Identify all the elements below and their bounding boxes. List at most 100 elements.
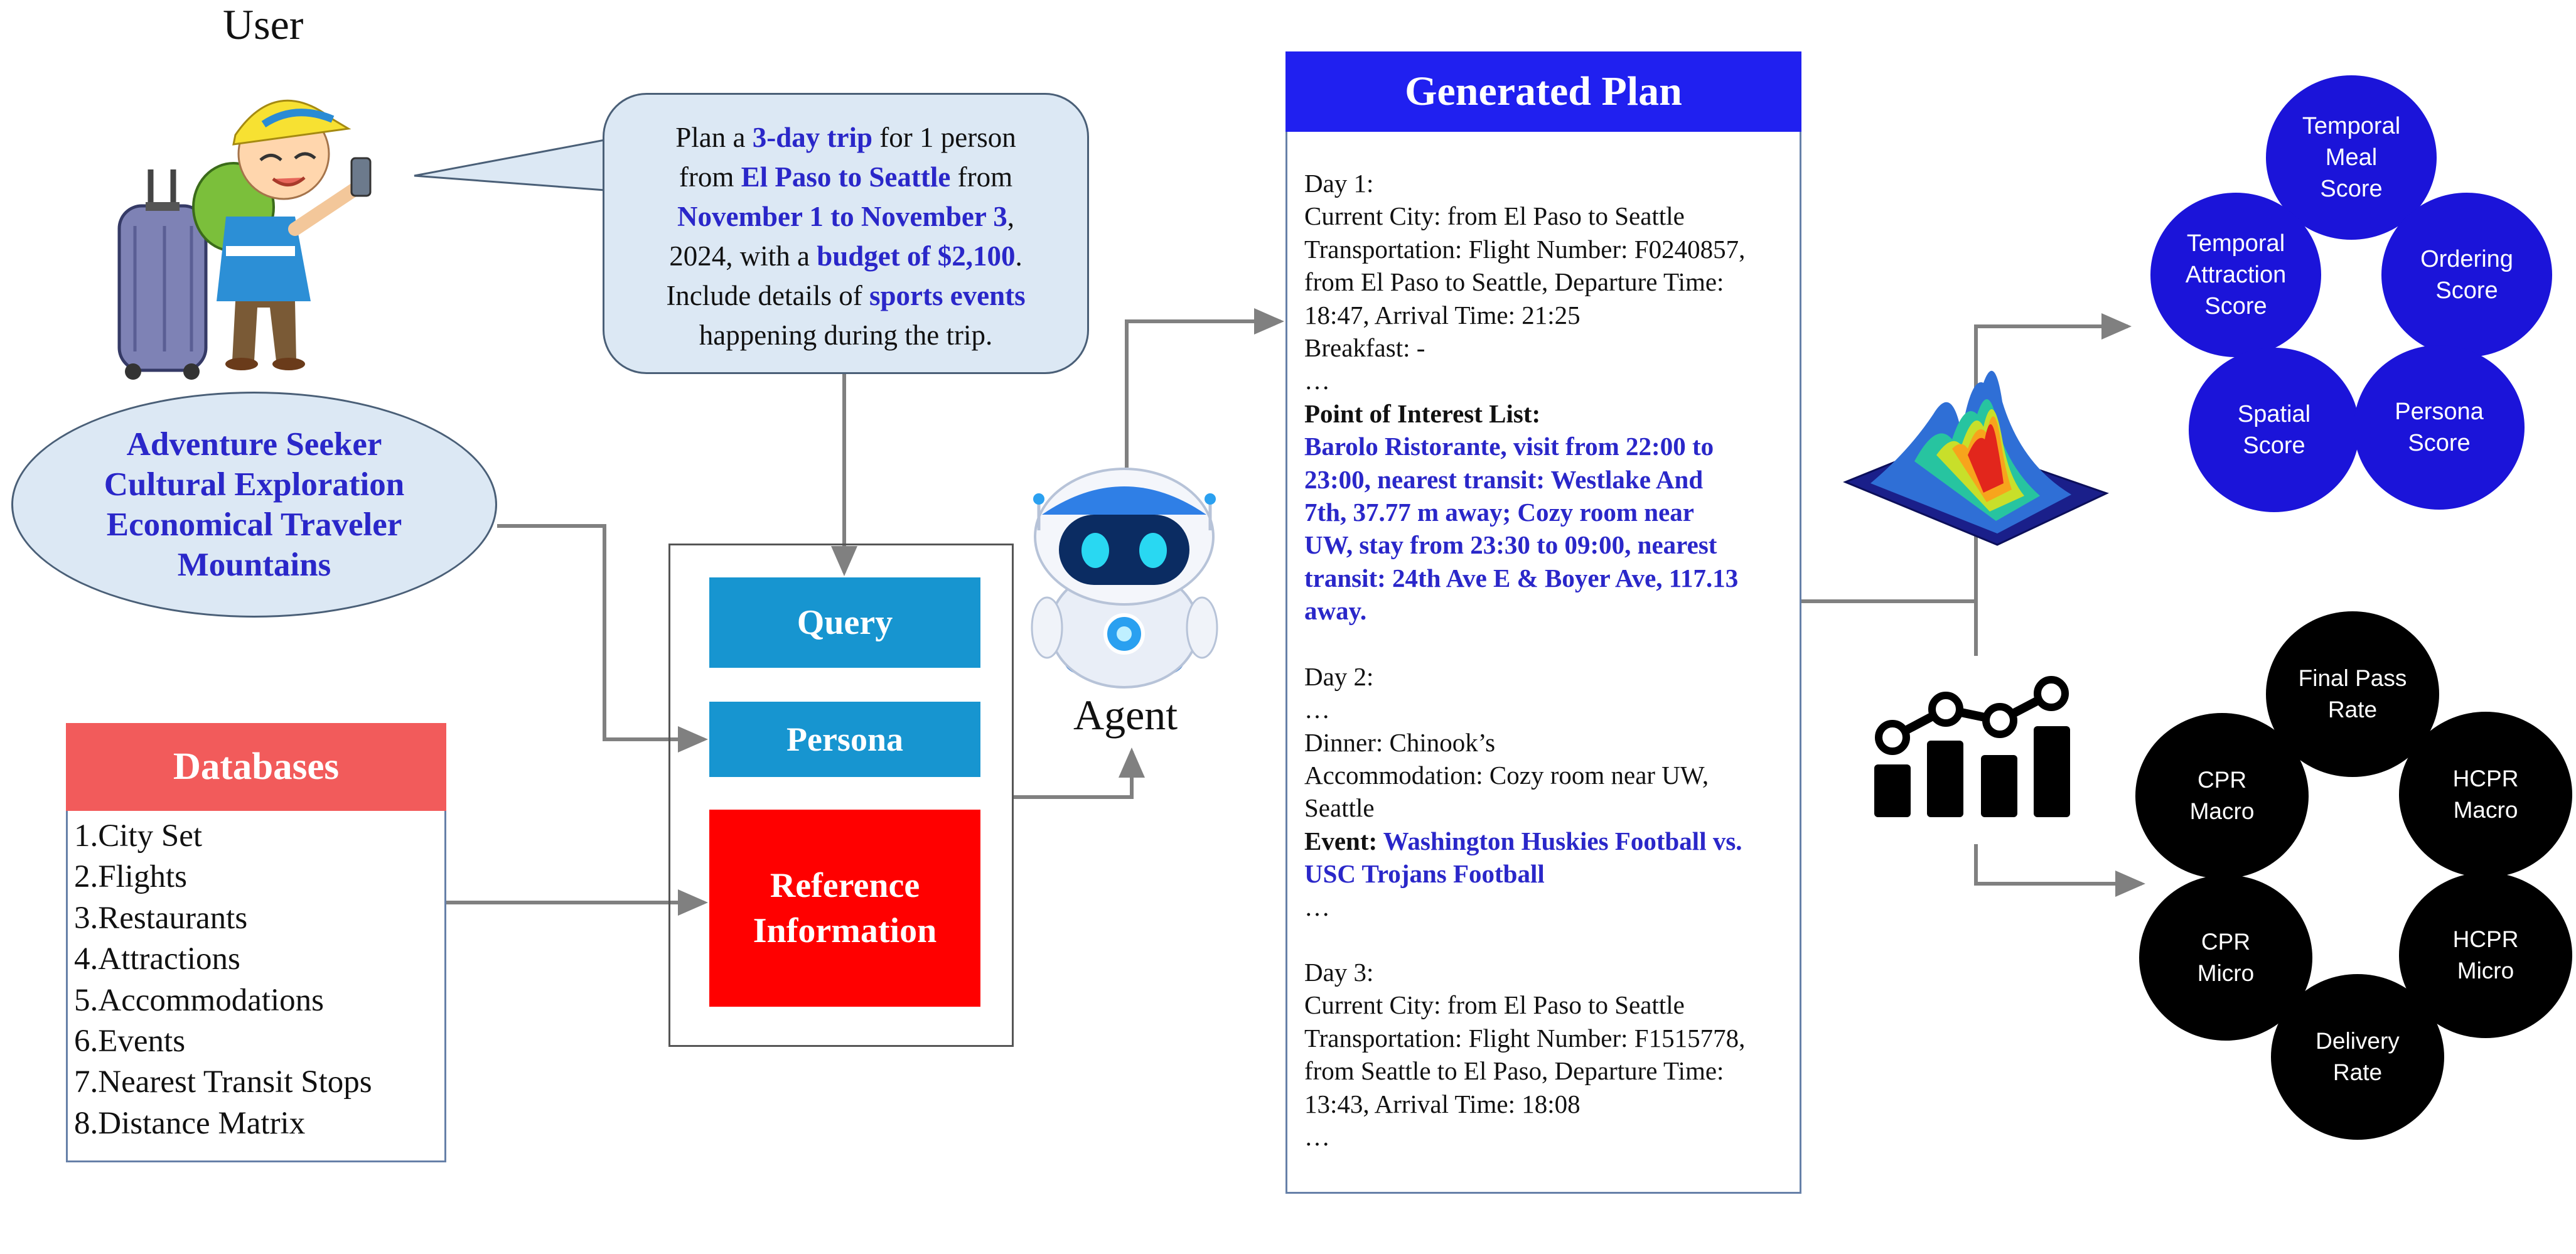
highlight-text: 7th, 37.77 m away; Cozy room near xyxy=(1304,498,1694,527)
robot-icon xyxy=(1031,468,1218,689)
plan-line: 7th, 37.77 m away; Cozy room near xyxy=(1304,496,1794,528)
plan-line: away. xyxy=(1304,594,1794,627)
request-line: 2024, with a budget of $2,100. xyxy=(604,237,1087,276)
plan-line: … xyxy=(1304,891,1794,923)
highlight-text: USC Trojans Football xyxy=(1304,859,1545,889)
plan-line: 18:47, Arrival Time: 21:25 xyxy=(1304,299,1794,331)
plan-line: Transportation: Flight Number: F1515778, xyxy=(1304,1022,1794,1054)
highlight-text: sports events xyxy=(869,280,1026,311)
text-run: Current City: from El Paso to Seattle xyxy=(1304,990,1685,1020)
text-run: 13:43, Arrival Time: 18:08 xyxy=(1304,1089,1580,1118)
traveler-icon xyxy=(117,99,372,380)
text-run: Day 3: xyxy=(1304,957,1374,987)
plan-line: Accommodation: Cozy room near UW, xyxy=(1304,759,1794,791)
key-label: Event: xyxy=(1304,826,1383,855)
request-line: Plan a 3-day trip for 1 person xyxy=(604,118,1087,158)
database-item: 5.Accommodations xyxy=(74,982,325,1018)
text-run: from xyxy=(679,161,741,193)
request-line: November 1 to November 3, xyxy=(604,197,1087,237)
bubble-tail xyxy=(414,136,622,193)
plan-line: from Seattle to El Paso, Departure Time: xyxy=(1304,1054,1794,1087)
highlight-text: Barolo Ristorante, visit from 22:00 to xyxy=(1304,432,1714,461)
agent-input-frame xyxy=(668,544,1014,1047)
key-label: Point of Interest List: xyxy=(1304,399,1541,428)
reference-label-line2: Information xyxy=(753,911,937,950)
text-run: Accommodation: Cozy room near UW, xyxy=(1304,760,1709,790)
persona-trait: Cultural Exploration xyxy=(104,466,405,503)
plan-line: Barolo Ristorante, visit from 22:00 to xyxy=(1304,430,1794,463)
plan-line: 23:00, nearest transit: Westlake And xyxy=(1304,463,1794,496)
plan-line: UW, stay from 23:30 to 09:00, nearest xyxy=(1304,528,1794,561)
highlight-text: transit: 24th Ave E & Boyer Ave, 117.13 xyxy=(1304,563,1739,592)
text-run: . xyxy=(1015,240,1022,272)
text-run: Seattle xyxy=(1304,793,1375,823)
plan-line: Current City: from El Paso to Seattle xyxy=(1304,989,1794,1021)
text-run: Dinner: Chinook’s xyxy=(1304,727,1496,757)
generated-plan-body: Day 1: Current City: from El Paso to Seat… xyxy=(1304,167,1794,1153)
text-run: from Seattle to El Paso, Departure Time: xyxy=(1304,1056,1724,1086)
reference-information-box: Reference Information xyxy=(709,810,980,1007)
plan-line: Transportation: Flight Number: F0240857, xyxy=(1304,233,1794,265)
text-run: 18:47, Arrival Time: 21:25 xyxy=(1304,300,1580,330)
text-run: Include details of xyxy=(666,280,869,311)
text-run: Transportation: Flight Number: F0240857, xyxy=(1304,234,1746,264)
highlight-text: budget of $2,100 xyxy=(817,240,1016,272)
agent-label: Agent xyxy=(1073,691,1178,739)
plan-line: Day 2: xyxy=(1304,660,1794,693)
persona-box: Persona xyxy=(709,702,980,777)
plan-line: 13:43, Arrival Time: 18:08 xyxy=(1304,1088,1794,1120)
highlight-text: 23:00, nearest transit: Westlake And xyxy=(1304,464,1704,494)
plan-line: Day 1: xyxy=(1304,167,1794,200)
request-line: from El Paso to Seattle from xyxy=(604,158,1087,197)
plan-line: Day 3: xyxy=(1304,956,1794,989)
generated-plan-panel xyxy=(1285,51,1801,1194)
plan-line: Breakfast: - xyxy=(1304,331,1794,364)
highlight-text: 3-day trip xyxy=(752,122,873,153)
plan-line: USC Trojans Football xyxy=(1304,857,1794,890)
generated-plan-title: Generated Plan xyxy=(1285,51,1801,132)
bar-line-chart-icon xyxy=(1874,676,2070,817)
text-run: Day 1: xyxy=(1304,169,1374,198)
text-run: from El Paso to Seattle, Departure Time: xyxy=(1304,267,1724,297)
plan-line xyxy=(1304,923,1794,956)
databases-title: Databases xyxy=(66,723,446,811)
persona-trait: Adventure Seeker xyxy=(126,426,382,463)
plan-line: from El Paso to Seattle, Departure Time: xyxy=(1304,265,1794,298)
text-run: … xyxy=(1304,695,1330,724)
plan-line: Dinner: Chinook’s xyxy=(1304,726,1794,759)
plan-line: … xyxy=(1304,364,1794,397)
database-item: 2.Flights xyxy=(74,859,187,895)
database-item: 3.Restaurants xyxy=(74,900,248,936)
text-run: , xyxy=(1007,201,1014,232)
text-run: Transportation: Flight Number: F1515778, xyxy=(1304,1023,1746,1053)
highlight-text: Washington Huskies Football vs. xyxy=(1383,826,1742,855)
plan-line: Seattle xyxy=(1304,791,1794,824)
highlight-text: El Paso to Seattle xyxy=(741,161,951,193)
user-title: User xyxy=(223,1,304,48)
plan-line: transit: 24th Ave E & Boyer Ave, 117.13 xyxy=(1304,562,1794,594)
plan-line xyxy=(1304,628,1794,660)
persona-trait: Mountains xyxy=(177,547,331,583)
database-item: 6.Events xyxy=(74,1024,186,1059)
text-run: 2024, with a xyxy=(669,240,817,272)
database-item: 1.City Set xyxy=(74,818,203,854)
plan-line: … xyxy=(1304,693,1794,726)
arrow-inputs-to-agent xyxy=(1014,748,1145,799)
text-run: … xyxy=(1304,892,1330,921)
query-box: Query xyxy=(709,577,980,668)
text-run: for 1 person xyxy=(872,122,1016,153)
text-run: … xyxy=(1304,366,1330,395)
plan-line: Point of Interest List: xyxy=(1304,397,1794,430)
arrow-agent-to-plan xyxy=(1125,308,1284,468)
text-run: Plan a xyxy=(675,122,753,153)
text-run: from xyxy=(950,161,1013,193)
reference-label-line1: Reference xyxy=(770,866,920,905)
